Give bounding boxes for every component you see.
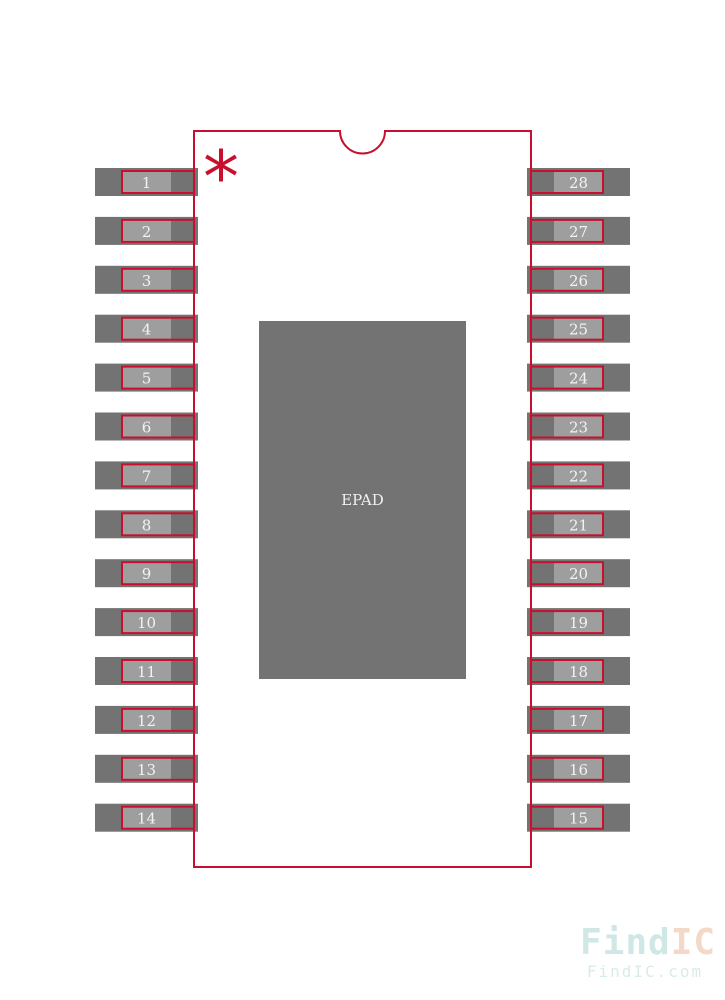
pin-highlight-9 bbox=[122, 562, 171, 585]
pin-outline-10 bbox=[121, 610, 195, 635]
pin-number-15: 15 bbox=[569, 810, 588, 828]
pin-number-16: 16 bbox=[569, 761, 588, 779]
findic-logo: FindIC bbox=[580, 922, 715, 964]
pin-number-8: 8 bbox=[142, 516, 152, 534]
pin-highlight-7 bbox=[122, 464, 171, 487]
findic-watermark: FindIC FindIC.com bbox=[580, 922, 715, 981]
pin-outline-23 bbox=[530, 414, 604, 439]
pin-outline-21 bbox=[530, 512, 604, 537]
pin-outline-19 bbox=[530, 610, 604, 635]
pin-number-5: 5 bbox=[142, 370, 152, 388]
pin-number-1: 1 bbox=[142, 174, 152, 192]
pin-number-13: 13 bbox=[137, 761, 156, 779]
pin-number-18: 18 bbox=[569, 663, 588, 681]
pin-highlight-19 bbox=[554, 611, 603, 634]
pin-number-12: 12 bbox=[137, 712, 156, 730]
pin-number-14: 14 bbox=[137, 810, 156, 828]
pin-outlines-layer: 1234567891011121314282726252423222120191… bbox=[121, 170, 604, 830]
pads-layer bbox=[95, 168, 630, 832]
pin-highlight-2 bbox=[122, 219, 171, 242]
pin-highlight-3 bbox=[122, 268, 171, 291]
pin-outline-24 bbox=[530, 365, 604, 390]
pin-number-17: 17 bbox=[569, 712, 588, 730]
pin-number-27: 27 bbox=[569, 223, 588, 241]
pin-outline-15 bbox=[530, 805, 604, 830]
pin-outline-18 bbox=[530, 659, 604, 683]
findic-url: FindIC.com bbox=[586, 962, 704, 981]
pin-number-20: 20 bbox=[569, 565, 588, 583]
pin-highlight-16 bbox=[554, 757, 603, 780]
logo-ic-text: IC bbox=[670, 922, 717, 963]
pin-highlight-4 bbox=[122, 317, 171, 340]
pin-highlight-15 bbox=[554, 806, 603, 829]
pin-outline-4 bbox=[121, 316, 195, 341]
pin-outline-12 bbox=[121, 707, 195, 732]
pin-outline-11 bbox=[121, 659, 195, 683]
pin-highlight-18 bbox=[554, 660, 603, 682]
pin1-marker: * bbox=[203, 135, 239, 219]
pin-outline-3 bbox=[121, 267, 195, 292]
pin-outline-27 bbox=[530, 218, 604, 243]
pin-highlight-1 bbox=[122, 171, 171, 193]
pin-outline-16 bbox=[530, 756, 604, 781]
pin-number-26: 26 bbox=[569, 272, 588, 290]
pin-outline-7 bbox=[121, 463, 195, 488]
pin-number-28: 28 bbox=[569, 174, 588, 192]
pin-highlight-11 bbox=[122, 660, 171, 682]
pin-highlight-8 bbox=[122, 513, 171, 536]
epad-label: EPAD bbox=[341, 491, 384, 509]
pin-number-24: 24 bbox=[569, 370, 588, 388]
exposed-pad bbox=[259, 321, 466, 679]
pin-highlight-6 bbox=[122, 415, 171, 438]
pin-number-9: 9 bbox=[142, 565, 152, 583]
pin-highlight-27 bbox=[554, 219, 603, 242]
pin-number-2: 2 bbox=[142, 223, 152, 241]
pin-outline-28 bbox=[530, 170, 604, 194]
pin-number-25: 25 bbox=[569, 321, 588, 339]
pin-outline-20 bbox=[530, 561, 604, 586]
pin-outline-17 bbox=[530, 707, 604, 732]
pin-outline-13 bbox=[121, 756, 195, 781]
pin-outline-26 bbox=[530, 267, 604, 292]
package-body bbox=[193, 130, 532, 868]
pin-highlight-24 bbox=[554, 366, 603, 389]
pin-outline-1 bbox=[121, 170, 195, 194]
pin-outline-6 bbox=[121, 414, 195, 439]
pin-highlight-22 bbox=[554, 464, 603, 487]
pin-number-21: 21 bbox=[569, 516, 588, 534]
pin-highlight-25 bbox=[554, 317, 603, 340]
pin-highlight-5 bbox=[122, 366, 171, 389]
pin-outline-9 bbox=[121, 561, 195, 586]
logo-find-text: Find bbox=[580, 922, 671, 963]
pin-highlight-23 bbox=[554, 415, 603, 438]
pin-outline-25 bbox=[530, 316, 604, 341]
pin-number-4: 4 bbox=[142, 321, 152, 339]
pin-number-23: 23 bbox=[569, 419, 588, 437]
pin-outline-5 bbox=[121, 365, 195, 390]
pin-highlight-20 bbox=[554, 562, 603, 585]
pin-number-11: 11 bbox=[137, 663, 156, 681]
pin-number-19: 19 bbox=[569, 614, 588, 632]
pin-number-6: 6 bbox=[142, 419, 152, 437]
pin-number-3: 3 bbox=[142, 272, 152, 290]
pin-highlight-21 bbox=[554, 513, 603, 536]
pin-highlight-10 bbox=[122, 611, 171, 634]
pin-number-7: 7 bbox=[142, 467, 152, 485]
pin-outline-8 bbox=[121, 512, 195, 537]
pin-highlight-28 bbox=[554, 171, 603, 193]
pin-highlight-14 bbox=[122, 806, 171, 829]
pin-highlight-12 bbox=[122, 708, 171, 731]
package-outline bbox=[193, 130, 532, 868]
pin-number-10: 10 bbox=[137, 614, 156, 632]
pin-highlight-13 bbox=[122, 757, 171, 780]
pin-outline-14 bbox=[121, 805, 195, 830]
pin-number-22: 22 bbox=[569, 467, 588, 485]
pin-outline-22 bbox=[530, 463, 604, 488]
pin-highlight-26 bbox=[554, 268, 603, 291]
pin-highlight-17 bbox=[554, 708, 603, 731]
pin-outline-2 bbox=[121, 218, 195, 243]
